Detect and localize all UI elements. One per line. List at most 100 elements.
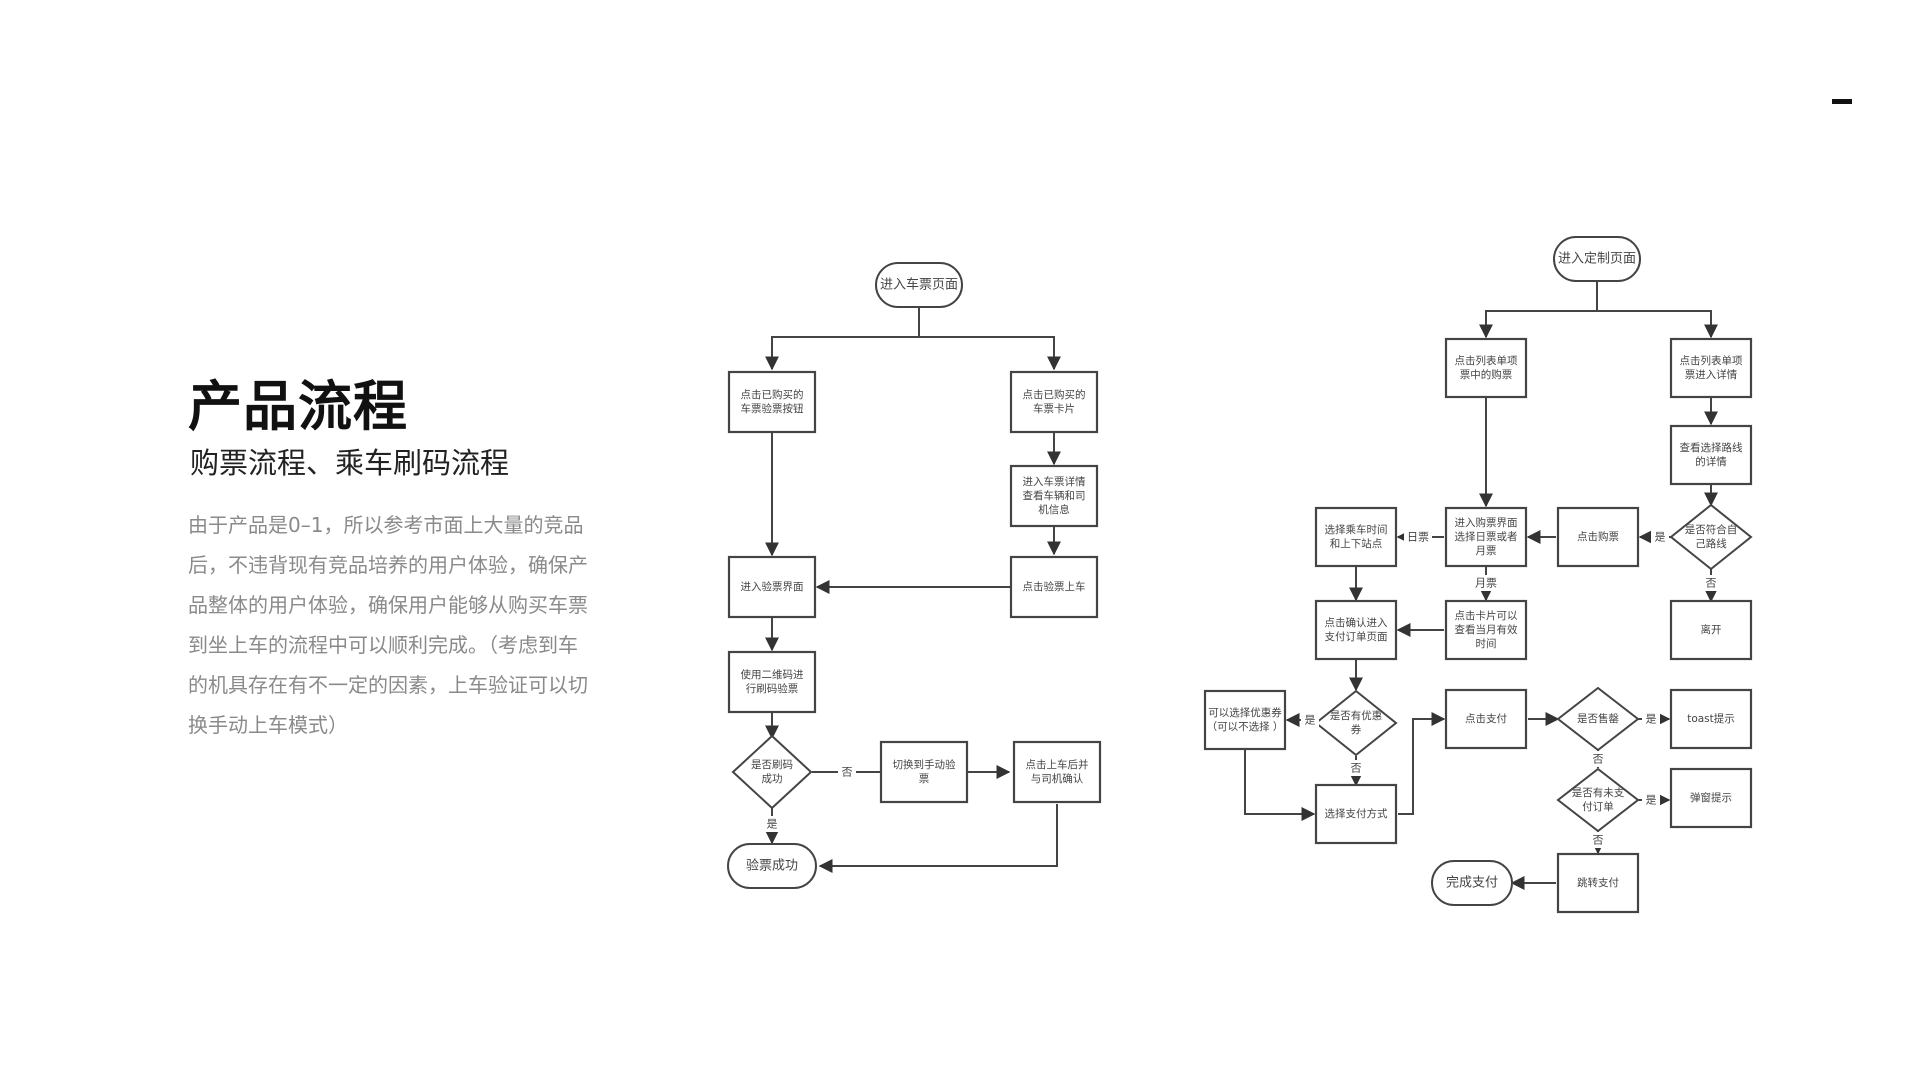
description-line: 后，不违背现有竞品培养的用户体验，确保产 xyxy=(188,553,588,577)
node-select-coupon-text: 可以选择优惠券 xyxy=(1208,706,1282,719)
node-route-detail-text: 查看选择路线 xyxy=(1680,441,1743,454)
decision-coupon xyxy=(1314,689,1398,757)
node-select-time xyxy=(1314,506,1398,568)
node-month-card-text: 时间 xyxy=(1476,637,1497,650)
node-driver-confirm-text: 点击上车后并 xyxy=(1026,758,1089,771)
description-line: 品整体的用户体验，确保用户能够从购买车票 xyxy=(188,593,588,617)
decision-coupon-text: 是否有优惠 xyxy=(1330,709,1383,722)
edge-label-no: 否 xyxy=(842,766,853,779)
node-select-coupon xyxy=(1203,689,1287,751)
node-driver-confirm-text: 与司机确认 xyxy=(1031,772,1084,785)
node-confirm-order xyxy=(1314,599,1398,661)
node-click-ticket-card-text: 点击已购买的 xyxy=(1023,388,1086,401)
decision-unpaid-order xyxy=(1556,767,1640,833)
decision-scan-success xyxy=(731,734,813,810)
edge-label-no: 否 xyxy=(1706,577,1717,590)
node-enter-verify-text: 进入验票界面 xyxy=(741,580,804,593)
arrow-to-list-buy xyxy=(1479,310,1597,339)
page-title: 产品流程 xyxy=(188,374,408,438)
description: 由于产品是0–1，所以参考市面上大量的竞品 后，不违背现有竞品培养的用户体验，确… xyxy=(188,505,606,745)
node-select-time-text: 选择乘车时间 xyxy=(1325,523,1388,536)
node-select-time-text: 和上下站点 xyxy=(1330,537,1383,550)
node-click-ticket-card xyxy=(1009,370,1099,434)
decision-route-match-text: 己路线 xyxy=(1695,537,1727,550)
node-click-verify-button-text: 车票验票按钮 xyxy=(741,402,804,415)
decision-sold-out-text: 是否售罄 xyxy=(1577,712,1619,725)
edge-label-day-ticket: 日票 xyxy=(1407,531,1429,544)
node-month-card xyxy=(1444,599,1528,661)
ride-start-terminal-text: 进入车票页面 xyxy=(880,277,958,293)
node-toast-text: toast提示 xyxy=(1687,713,1735,725)
node-buy-page-text: 进入购票界面 xyxy=(1455,516,1518,529)
node-scan-qr-text: 行刷码验票 xyxy=(746,682,799,695)
arrow-to-verify-button xyxy=(765,336,919,371)
node-route-detail-text: 的详情 xyxy=(1695,455,1727,468)
decision-unpaid-order-text: 是否有未支 xyxy=(1572,786,1625,799)
node-manual-verify-text: 切换到手动验 xyxy=(893,758,956,771)
edge-label-bg xyxy=(1651,529,1669,545)
edge-label-yes: 是 xyxy=(1655,531,1666,544)
arrow-to-list-detail xyxy=(1597,310,1718,339)
edge-label-yes: 是 xyxy=(1646,794,1657,807)
decision-coupon-text: 券 xyxy=(1351,723,1362,736)
corner-dash-mark xyxy=(1832,99,1852,104)
arrow-to-ticket-card xyxy=(919,336,1061,371)
description-line: 由于产品是0–1，所以参考市面上大量的竞品 xyxy=(188,513,584,537)
node-driver-confirm xyxy=(1012,740,1102,804)
buy-end-terminal xyxy=(1431,860,1513,906)
edge-label-bg xyxy=(1589,751,1607,767)
edge-label-no: 否 xyxy=(1593,753,1604,766)
node-click-buy-text: 点击购票 xyxy=(1577,530,1619,543)
page-subtitle: 购票流程、乘车刷码流程 xyxy=(190,446,510,480)
edge-label-bg xyxy=(838,764,856,780)
node-list-buy-text: 点击列表单项 xyxy=(1455,354,1518,367)
node-popup-text: 弹窗提示 xyxy=(1690,791,1732,804)
decision-sold-out xyxy=(1556,686,1640,752)
decision-scan-success-text: 是否刷码 xyxy=(751,758,793,771)
node-popup xyxy=(1669,767,1753,829)
decision-route-match xyxy=(1669,503,1753,571)
node-buy-page xyxy=(1444,506,1528,568)
buy-end-terminal-text: 完成支付 xyxy=(1446,876,1498,891)
edge-label-no: 否 xyxy=(1593,834,1604,847)
edge-label-bg xyxy=(1404,529,1432,545)
node-ticket-detail xyxy=(1009,464,1099,528)
edge-label-bg xyxy=(1589,832,1607,848)
description-line: 的机具存在有不一定的因素，上车验证可以切 xyxy=(188,673,588,697)
node-leave xyxy=(1669,599,1753,661)
edge-label-bg xyxy=(763,816,781,832)
node-toast xyxy=(1669,688,1753,750)
edge-label-bg xyxy=(1702,575,1720,591)
node-manual-verify xyxy=(879,740,969,804)
edge-label-bg xyxy=(1642,711,1660,727)
edge-label-bg xyxy=(1642,792,1660,808)
buy-start-terminal xyxy=(1553,236,1641,282)
ride-end-terminal-text: 验票成功 xyxy=(746,858,798,874)
description-line: 换手动上车模式） xyxy=(188,713,348,737)
node-click-verify-board xyxy=(1009,555,1099,619)
edge-label-bg xyxy=(1301,712,1319,728)
node-buy-page-text: 选择日票或者 xyxy=(1455,530,1518,543)
node-list-detail-text: 点击列表单项 xyxy=(1680,354,1743,367)
node-click-verify-board-text: 点击验票上车 xyxy=(1023,580,1086,593)
edge-label-yes: 是 xyxy=(1305,714,1316,727)
edge-label-yes: 是 xyxy=(1646,713,1657,726)
node-manual-verify-text: 票 xyxy=(919,773,930,785)
edge-label-month-ticket: 月票 xyxy=(1475,577,1497,590)
node-scan-qr-text: 使用二维码进 xyxy=(741,668,804,681)
node-list-detail xyxy=(1669,337,1753,399)
node-confirm-order-text: 支付订单页面 xyxy=(1325,630,1388,643)
node-ticket-detail-text: 机信息 xyxy=(1038,503,1070,516)
decision-scan-success-text: 成功 xyxy=(762,773,783,785)
node-pay-method-text: 选择支付方式 xyxy=(1325,807,1388,820)
buy-start-terminal-text: 进入定制页面 xyxy=(1558,252,1636,267)
node-ticket-detail-text: 进入车票详情 xyxy=(1023,475,1086,488)
ride-end-terminal xyxy=(727,843,817,889)
node-route-detail xyxy=(1669,424,1753,486)
node-confirm-order-text: 点击确认进入 xyxy=(1325,616,1388,629)
node-jump-pay-text: 跳转支付 xyxy=(1577,876,1619,889)
node-ticket-detail-text: 查看车辆和司 xyxy=(1023,489,1086,502)
node-click-verify-button xyxy=(727,370,817,434)
arrow-coupon-to-pay-method xyxy=(1244,748,1316,821)
edge-label-no: 否 xyxy=(1351,762,1362,775)
